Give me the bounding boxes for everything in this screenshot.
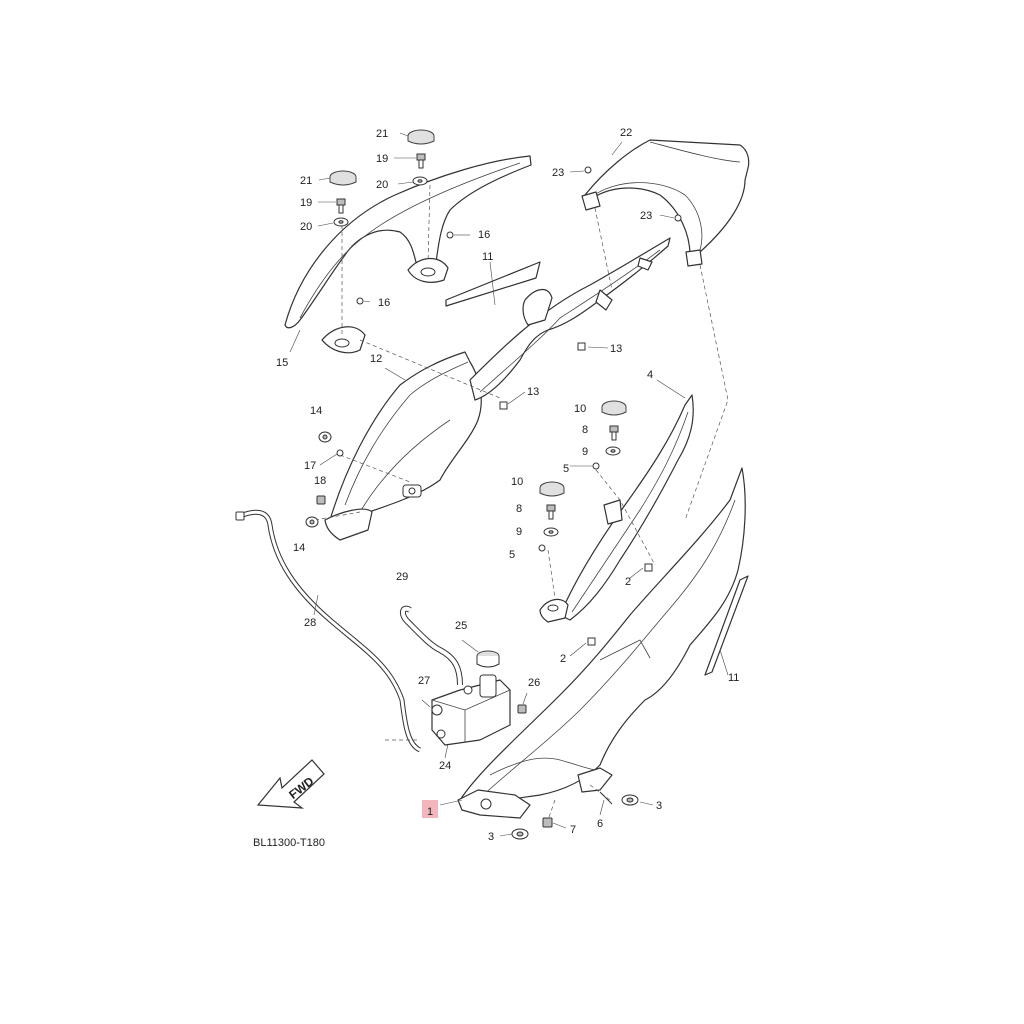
callout-25: 25 [455, 620, 467, 632]
callout-8: 8 [582, 424, 588, 436]
leader-lines [289, 132, 729, 837]
callout-2: 2 [625, 576, 631, 588]
callout-13: 13 [610, 343, 622, 355]
callout-3: 3 [488, 831, 494, 843]
callout-5: 5 [509, 549, 515, 561]
callout-16: 16 [478, 229, 490, 241]
callout-14: 14 [293, 542, 305, 554]
part-11-decal-lower [704, 575, 749, 676]
callout-16: 16 [378, 297, 390, 309]
callout-9: 9 [516, 526, 522, 538]
callout-6: 6 [597, 818, 603, 830]
diagram-code: BL11300-T180 [253, 837, 325, 849]
part-29-hose [400, 605, 463, 686]
callout-27: 27 [418, 675, 430, 687]
highlight-box [422, 800, 438, 818]
callout-19: 19 [376, 153, 388, 165]
part-11-decal-upper [445, 261, 541, 307]
callout-13: 13 [527, 386, 539, 398]
callout-11: 11 [728, 672, 739, 684]
part-22-seat-cowl [581, 139, 750, 267]
callout-19: 19 [300, 197, 312, 209]
part-15-cover [284, 155, 532, 354]
callout-17: 17 [304, 460, 316, 472]
part-13-inner-cover [469, 237, 671, 401]
callout-29: 29 [396, 571, 408, 583]
callout-7: 7 [570, 824, 576, 836]
callout-20: 20 [300, 221, 312, 233]
callout-12: 12 [370, 353, 382, 365]
callout-5: 5 [563, 463, 569, 475]
callout-10: 10 [511, 476, 523, 488]
callout-3: 3 [656, 800, 662, 812]
callout-28: 28 [304, 617, 316, 629]
hardware [305, 129, 682, 840]
callout-20: 20 [376, 179, 388, 191]
callout-labels: 21 19 20 21 19 20 16 16 15 11 22 23 23 1… [276, 127, 739, 843]
callout-2: 2 [560, 653, 566, 665]
assembly-lines [314, 184, 729, 821]
part-28-hose [235, 509, 422, 753]
callout-24: 24 [439, 760, 451, 772]
callout-1: 1 [427, 806, 433, 818]
callout-21: 21 [376, 128, 388, 140]
callout-21: 21 [300, 175, 312, 187]
callout-15: 15 [276, 357, 288, 369]
callout-23: 23 [552, 167, 564, 179]
callout-9: 9 [582, 446, 588, 458]
fwd-arrow: FWD [256, 759, 325, 809]
part-4-side-strip [539, 394, 694, 623]
part-1-side-cover [457, 467, 746, 819]
callout-23: 23 [640, 210, 652, 222]
callout-11: 11 [482, 251, 493, 263]
callout-8: 8 [516, 503, 522, 515]
callout-18: 18 [314, 475, 326, 487]
callout-4: 4 [647, 369, 653, 381]
callout-22: 22 [620, 127, 632, 139]
callout-10: 10 [574, 403, 586, 415]
part-12-panel [324, 351, 482, 541]
part-24-reservoir [431, 650, 511, 746]
callout-14: 14 [310, 405, 322, 417]
callout-26: 26 [528, 677, 540, 689]
